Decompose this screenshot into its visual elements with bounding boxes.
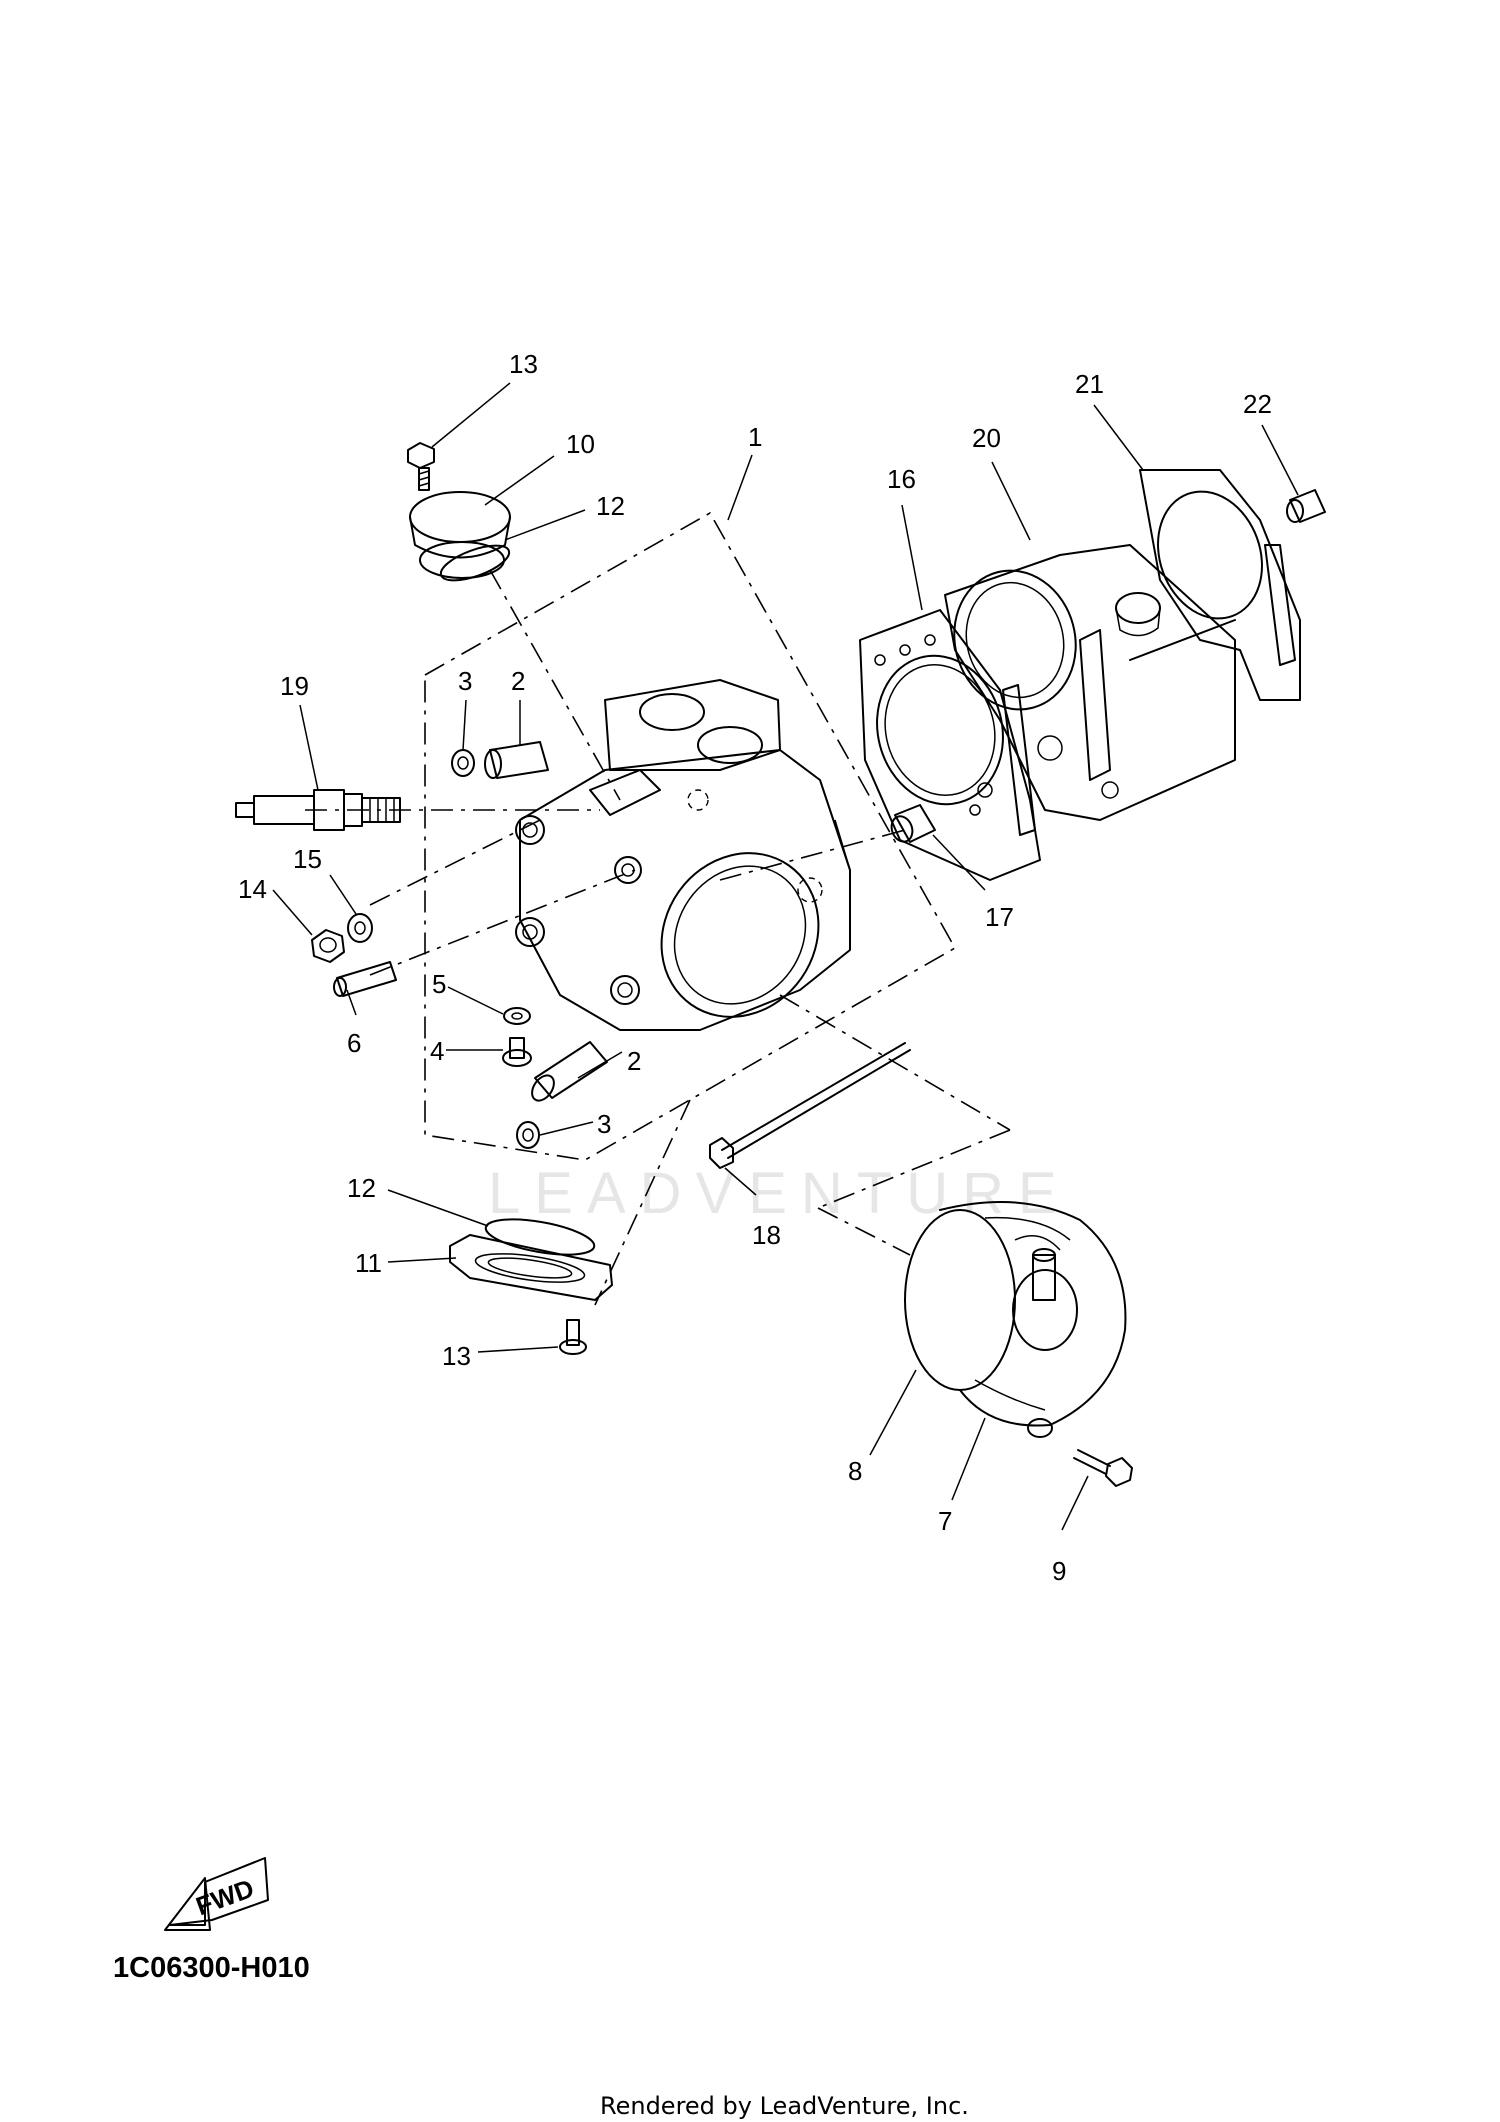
callout-22: 22 [1243, 389, 1272, 419]
fwd-label: FWD [192, 1873, 258, 1921]
callout-16: 16 [887, 464, 916, 494]
diagram-code: 1C06300-H010 [113, 1952, 310, 1984]
callout-21: 21 [1075, 369, 1104, 399]
callout-11: 11 [355, 1248, 382, 1278]
dowel-22 [1286, 489, 1326, 523]
cylinder-head-1 [515, 679, 851, 1031]
callout-7: 7 [938, 1506, 952, 1536]
callout-20: 20 [972, 423, 1001, 453]
fwd-arrow-icon: FWD [164, 1857, 269, 1931]
callout-numbers: 13 10 12 1 16 20 21 22 19 3 2 15 14 17 5… [238, 349, 1272, 1586]
callout-12-top: 12 [596, 491, 625, 521]
dowel-17 [890, 804, 936, 843]
callout-4: 4 [430, 1036, 444, 1066]
callout-12-bottom: 12 [347, 1173, 376, 1203]
bolt-13-bottom [559, 1319, 587, 1355]
long-bolt-18 [709, 1042, 911, 1169]
stud-6 [333, 961, 397, 997]
cylinder-block-20 [944, 544, 1236, 821]
cover-plate-11 [449, 1234, 613, 1301]
washer-5 [503, 1007, 531, 1025]
nut-14 [311, 929, 345, 963]
bolt-9 [1073, 1449, 1133, 1487]
washer-3-bottom [516, 1121, 540, 1149]
leader-lines [272, 382, 1299, 1531]
base-gasket-21 [1139, 469, 1301, 701]
washer-15 [347, 913, 373, 943]
callout-3-bottom: 3 [597, 1109, 611, 1139]
callout-9: 9 [1052, 1556, 1066, 1586]
callout-18: 18 [752, 1220, 781, 1250]
watermark-text: LEADVENTURE [488, 1161, 1071, 1226]
callout-1: 1 [748, 422, 762, 452]
washer-3-top [451, 749, 475, 777]
o-ring-12-top [439, 544, 511, 582]
bolt-13-top [407, 442, 435, 491]
callout-6: 6 [347, 1028, 361, 1058]
o-ring-12-bottom [484, 1218, 596, 1256]
housing-cover-8-7 [904, 1201, 1127, 1438]
callout-2-bottom: 2 [627, 1046, 641, 1076]
dowel-pin-2-top [484, 741, 549, 779]
callout-19: 19 [280, 671, 309, 701]
callout-3-top: 3 [458, 666, 472, 696]
callout-13-top: 13 [509, 349, 538, 379]
assembly-outline [305, 511, 1011, 1306]
callout-5: 5 [432, 969, 446, 999]
screw-4 [502, 1037, 532, 1067]
callout-10: 10 [566, 429, 595, 459]
sensor-19 [235, 789, 401, 831]
render-credit: Rendered by LeadVenture, Inc. [600, 2092, 969, 2120]
callout-13-bottom: 13 [442, 1341, 471, 1371]
head-gasket-16 [859, 609, 1041, 881]
cover-cap-10 [409, 491, 511, 579]
callout-8: 8 [848, 1456, 862, 1486]
callout-2-top: 2 [511, 666, 525, 696]
callout-15: 15 [293, 844, 322, 874]
callout-14: 14 [238, 874, 267, 904]
dowel-pin-2-bottom [531, 1041, 608, 1102]
callout-17: 17 [985, 902, 1014, 932]
